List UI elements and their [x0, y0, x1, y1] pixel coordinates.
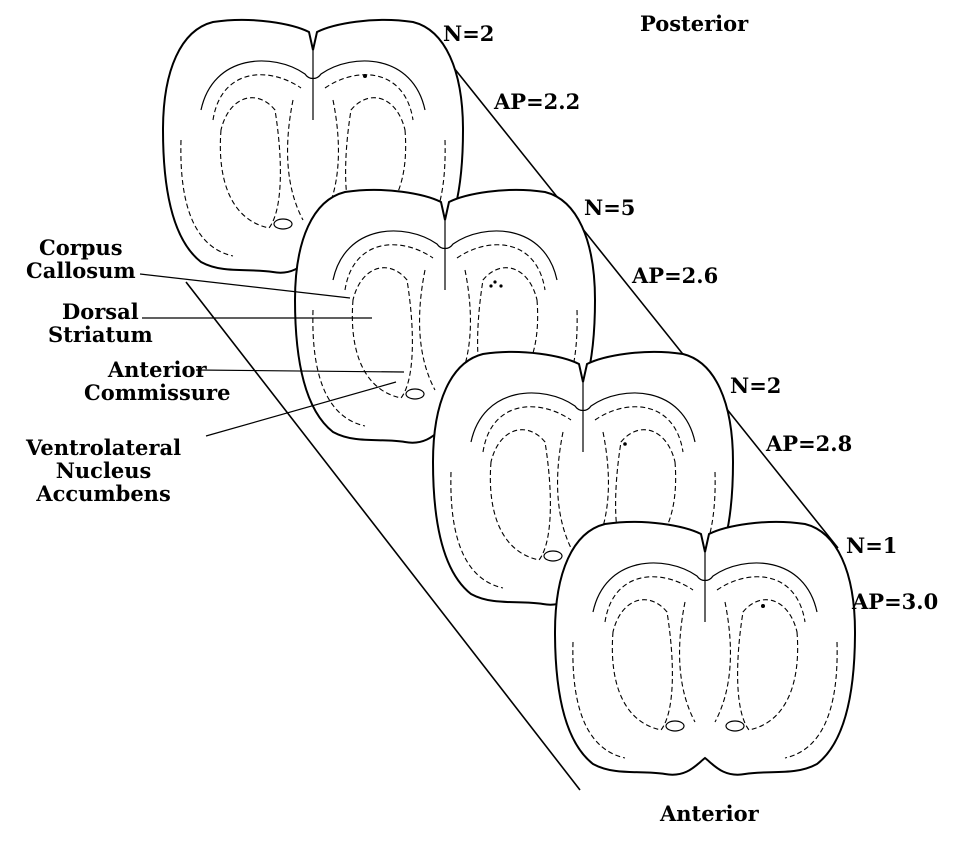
anterior-commissure-line-2: Commissure [84, 381, 230, 404]
nucleus-accumbens-line-1: Ventrolateral [26, 436, 181, 459]
section-1-n-label: N=2 [443, 22, 494, 45]
anterior-label: Anterior [660, 802, 759, 825]
section-4-n-label: N=1 [846, 534, 897, 557]
section-anterior [555, 522, 855, 775]
dorsal-striatum-label: Dorsal Striatum [48, 300, 153, 346]
section-4-ap-label: AP=3.0 [852, 590, 938, 613]
section-2-ap-label: AP=2.6 [632, 264, 718, 287]
nucleus-accumbens-line-2: Nucleus [26, 459, 181, 482]
anterior-commissure-label: Anterior Commissure [84, 358, 230, 404]
corpus-callosum-line-1: Corpus [26, 236, 136, 259]
nucleus-accumbens-label: Ventrolateral Nucleus Accumbens [26, 436, 181, 505]
nucleus-accumbens-line-3: Accumbens [26, 482, 181, 505]
section-3-n-label: N=2 [730, 374, 781, 397]
corpus-callosum-label: Corpus Callosum [26, 236, 136, 282]
anterior-commissure-line-1: Anterior [84, 358, 230, 381]
dorsal-striatum-line-2: Striatum [48, 323, 153, 346]
section-3-ap-label: AP=2.8 [766, 432, 852, 455]
section-2-n-label: N=5 [584, 196, 635, 219]
posterior-label: Posterior [640, 12, 748, 35]
section-1-ap-label: AP=2.2 [494, 90, 580, 113]
dorsal-striatum-line-1: Dorsal [48, 300, 153, 323]
corpus-callosum-line-2: Callosum [26, 259, 136, 282]
